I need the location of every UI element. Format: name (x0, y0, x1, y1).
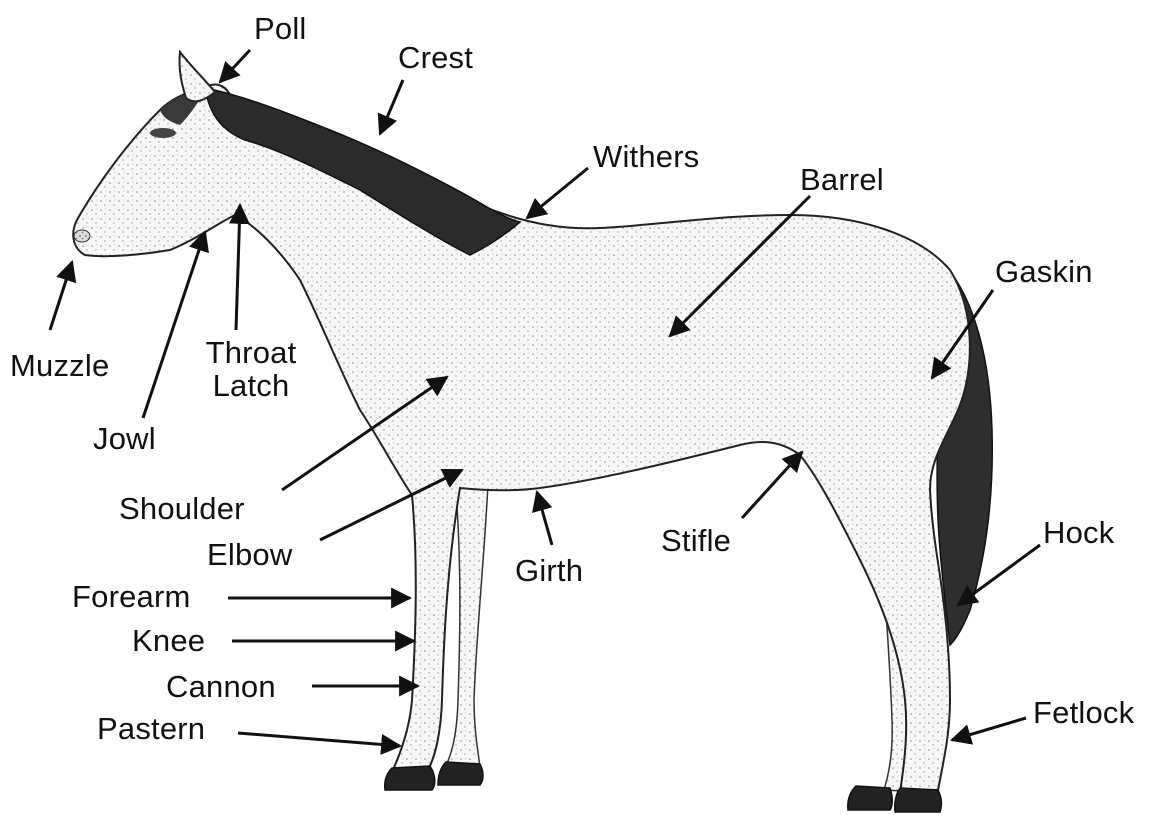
label-gaskin: Gaskin (995, 256, 1093, 287)
label-withers: Withers (593, 141, 699, 172)
label-cannon: Cannon (166, 671, 276, 702)
hooves (385, 762, 942, 812)
label-jowl: Jowl (93, 423, 156, 454)
arrow-poll (220, 50, 250, 82)
arrow-fetlock (952, 718, 1026, 740)
arrow-girth (537, 492, 552, 545)
label-throat-latch-line2: Latch (193, 369, 309, 402)
arrow-muzzle (50, 262, 72, 330)
label-throat-latch: Throat Latch (193, 336, 309, 403)
label-hock: Hock (1043, 517, 1114, 548)
label-muzzle: Muzzle (10, 350, 109, 381)
label-knee: Knee (132, 625, 205, 656)
eye (150, 128, 176, 138)
label-barrel: Barrel (800, 164, 884, 195)
label-shoulder: Shoulder (119, 493, 245, 524)
label-elbow: Elbow (207, 539, 292, 570)
label-poll: Poll (254, 13, 307, 44)
arrow-pastern (238, 733, 400, 746)
label-pastern: Pastern (97, 713, 205, 744)
ear (179, 52, 215, 101)
label-fetlock: Fetlock (1033, 697, 1134, 728)
label-forearm: Forearm (72, 581, 191, 612)
label-crest: Crest (398, 42, 473, 73)
arrow-withers (527, 168, 588, 218)
label-throat-latch-line1: Throat (193, 336, 309, 369)
arrow-stifle (742, 452, 802, 518)
label-stifle: Stifle (661, 525, 731, 556)
arrow-throat-latch (236, 205, 240, 330)
arrow-crest (380, 80, 403, 134)
label-girth: Girth (515, 555, 583, 586)
